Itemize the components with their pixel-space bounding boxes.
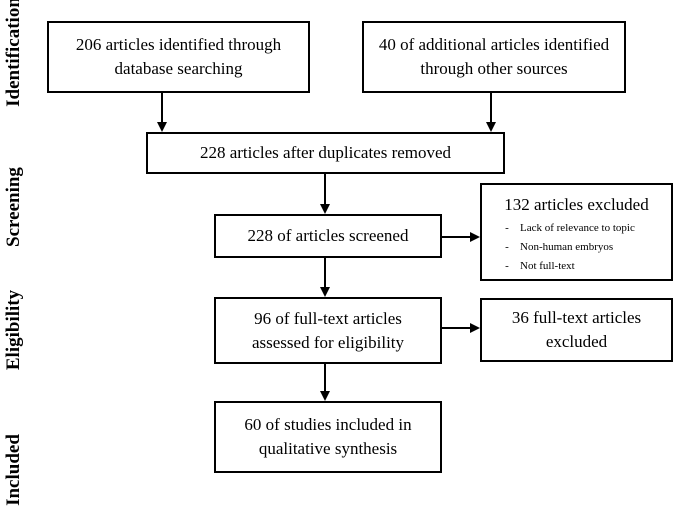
box-other-sources: 40 of additional articles identified thr…	[362, 21, 626, 93]
box-full-text-excluded: 36 full-text articles excluded	[480, 298, 673, 362]
excluded-title: 132 articles excluded	[504, 195, 649, 214]
box-included-studies: 60 of studies included in qualitative sy…	[214, 401, 442, 473]
box-screened: 228 of articles screened	[214, 214, 442, 258]
list-item: -Lack of relevance to topic	[505, 222, 635, 234]
box-full-text-assessed: 96 of full-text articles assessed for el…	[214, 297, 442, 364]
exclusion-reasons-list: -Lack of relevance to topic -Non-human e…	[492, 219, 635, 276]
box-duplicates-removed: 228 articles after duplicates removed	[146, 132, 505, 174]
list-item: -Non-human embryos	[505, 241, 614, 253]
box-database-search: 206 articles identified through database…	[47, 21, 310, 93]
list-item: -Not full-text	[505, 260, 575, 272]
box-articles-excluded: 132 articles excluded -Lack of relevance…	[480, 183, 673, 281]
